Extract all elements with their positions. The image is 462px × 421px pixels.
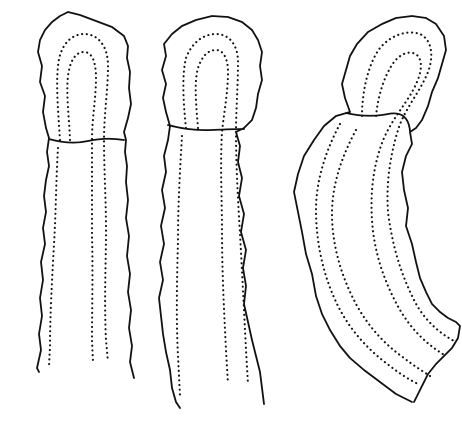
panel-right-dotted-line-outer <box>362 33 456 342</box>
panel-middle-cap-line <box>168 125 244 130</box>
panel-middle <box>159 16 264 408</box>
panel-left <box>37 12 134 378</box>
panel-middle-outline <box>159 16 264 408</box>
panel-left-outline <box>37 12 134 378</box>
panel-middle-dotted-line-inner <box>196 50 228 384</box>
panel-right-dotted-line-far <box>316 124 418 384</box>
panel-middle-dotted-line-far <box>177 136 182 396</box>
panel-left-dotted-line-inner <box>67 52 96 362</box>
panel-right-dotted-line-mid <box>332 130 430 376</box>
panel-right-outline <box>294 16 460 402</box>
panel-middle-dotted-line-outer <box>183 34 248 384</box>
panel-right <box>294 16 460 402</box>
panel-left-dotted-line-outer <box>57 34 108 362</box>
panel-left-dotted-line-far <box>49 148 58 366</box>
panel-right-dotted-line-inner <box>372 53 447 356</box>
